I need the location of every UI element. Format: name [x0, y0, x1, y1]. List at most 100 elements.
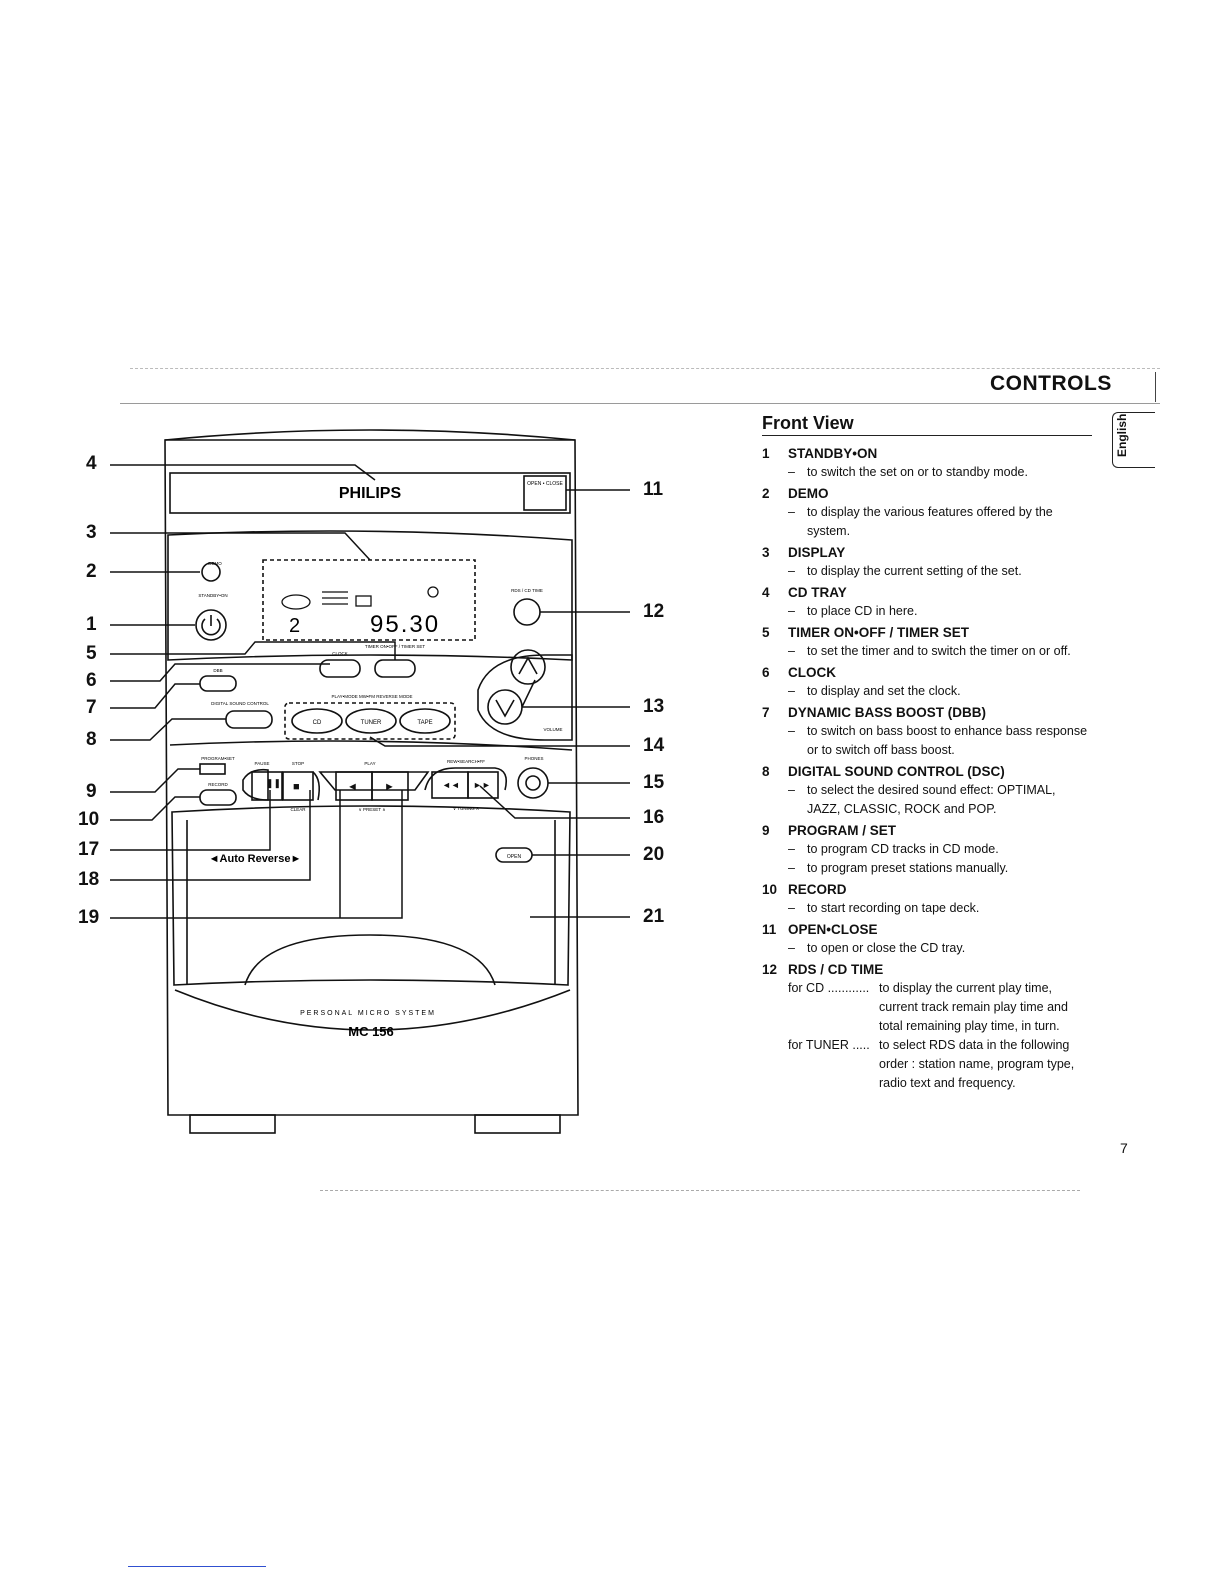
callout-2: 2 [86, 561, 97, 582]
device-body [164, 439, 579, 1116]
leader-13 [521, 679, 630, 708]
tape-window [244, 934, 496, 986]
callout-5: 5 [86, 643, 97, 664]
tape-button-label: TAPE [417, 720, 432, 726]
phones-jack-inner [525, 775, 541, 791]
pause-button[interactable] [251, 771, 283, 801]
callout-20: 20 [643, 844, 665, 865]
leader-17 [110, 790, 271, 851]
item-number: 9 [762, 823, 770, 838]
item-name: PROGRAM / SET [788, 823, 897, 838]
rds-cd-desc: to display the current play time, [879, 981, 1052, 995]
search-label: REW•SEARCH•FF [447, 759, 485, 764]
top-curve [164, 429, 576, 441]
volume-label: VOLUME [543, 727, 562, 732]
clear-label: CLEAR [290, 807, 306, 812]
cd-button-label: CD [313, 720, 322, 726]
record-label: RECORD [208, 782, 228, 787]
right-foot [474, 1114, 561, 1134]
source-group [284, 702, 456, 740]
tape-open-label: OPEN [507, 854, 522, 860]
item-desc: to set the timer and to switch the timer… [807, 644, 1071, 658]
callout-1: 1 [86, 614, 97, 635]
phones-jack [517, 767, 549, 799]
tuner-button[interactable] [345, 708, 397, 734]
callout-8: 8 [86, 729, 97, 750]
lcd-tape-icon [355, 595, 372, 607]
playmode-label: PLAY•MODE MW•FM REVERSE MODE [331, 694, 412, 699]
play-back-icon: ◄ [347, 781, 358, 793]
dsc-button[interactable] [225, 710, 273, 729]
rewind-icon: ◄◄ [442, 780, 460, 790]
leader-16 [479, 785, 630, 819]
item-desc: or to switch off bass boost. [807, 743, 955, 757]
callout-6: 6 [86, 670, 97, 691]
tape-button[interactable] [399, 708, 451, 734]
item-number: 4 [762, 585, 770, 600]
callout-19: 19 [78, 907, 100, 928]
volume-down-button[interactable] [487, 689, 523, 725]
item-desc: to open or close the CD tray. [807, 941, 966, 955]
auto-reverse-label: ◄Auto Reverse► [209, 853, 302, 865]
item-number: 1 [762, 446, 770, 461]
callout-7: 7 [86, 697, 97, 718]
rds-tuner-desc: to select RDS data in the following [879, 1038, 1070, 1052]
model-number: MC 156 [348, 1024, 394, 1039]
item-desc: to select the desired sound effect: OPTI… [807, 783, 1056, 797]
leader-9 [110, 768, 200, 793]
item-number: 7 [762, 705, 770, 720]
bottom-dashed-rule [320, 1190, 1080, 1191]
stop-button[interactable] [282, 771, 314, 801]
cd-button[interactable] [291, 708, 343, 734]
cd-tray [169, 472, 571, 514]
preset-label: ∨ PRESET ∧ [358, 807, 386, 812]
lcd-track: 2 [289, 615, 300, 637]
volume-panel [477, 654, 573, 741]
fast-forward-icon: ►► [473, 780, 491, 790]
callout-17: 17 [78, 839, 100, 860]
tape-deck-edges [186, 820, 556, 985]
dbb-button[interactable] [199, 675, 237, 692]
program-label: PROGRAM•SET [201, 756, 235, 761]
item-name: OPEN•CLOSE [788, 922, 878, 937]
item-name: RECORD [788, 882, 847, 897]
top-dashed-rule [130, 368, 1160, 369]
item-number: 5 [762, 625, 770, 640]
timer-button[interactable] [374, 659, 416, 678]
rds-button[interactable] [513, 598, 541, 626]
item-desc: to display the current setting of the se… [807, 564, 1022, 578]
clock-label: CLOCK [332, 651, 348, 656]
item-desc: to switch the set on or to standby mode. [807, 465, 1028, 479]
callout-15: 15 [643, 772, 665, 793]
ff-button[interactable] [467, 771, 499, 799]
volume-up-button[interactable] [510, 649, 546, 685]
stop-icon: ■ [293, 781, 300, 793]
leader-8 [110, 718, 226, 741]
rds-tuner-label: for TUNER ..... [788, 1038, 870, 1052]
lcd-disc-icon [427, 586, 439, 598]
callout-14: 14 [643, 735, 665, 756]
demo-label: DEMO [208, 561, 222, 566]
callout-16: 16 [643, 807, 665, 828]
leader-10 [110, 796, 200, 821]
demo-button[interactable] [201, 562, 221, 582]
standby-button[interactable] [195, 609, 227, 641]
lcd-tuner-icon [281, 594, 311, 610]
rds-label: RDS / CD TIME [511, 588, 543, 593]
chevron-down-icon [495, 699, 515, 718]
rds-tuner-desc: order : station name, program type, [879, 1057, 1075, 1071]
clock-button[interactable] [319, 659, 361, 678]
leader-18 [110, 790, 311, 881]
open-close-button[interactable] [523, 475, 567, 511]
item-name: DIGITAL SOUND CONTROL (DSC) [788, 764, 1005, 779]
program-button[interactable] [199, 763, 226, 775]
record-button[interactable] [199, 789, 237, 806]
callout-4: 4 [86, 453, 97, 474]
